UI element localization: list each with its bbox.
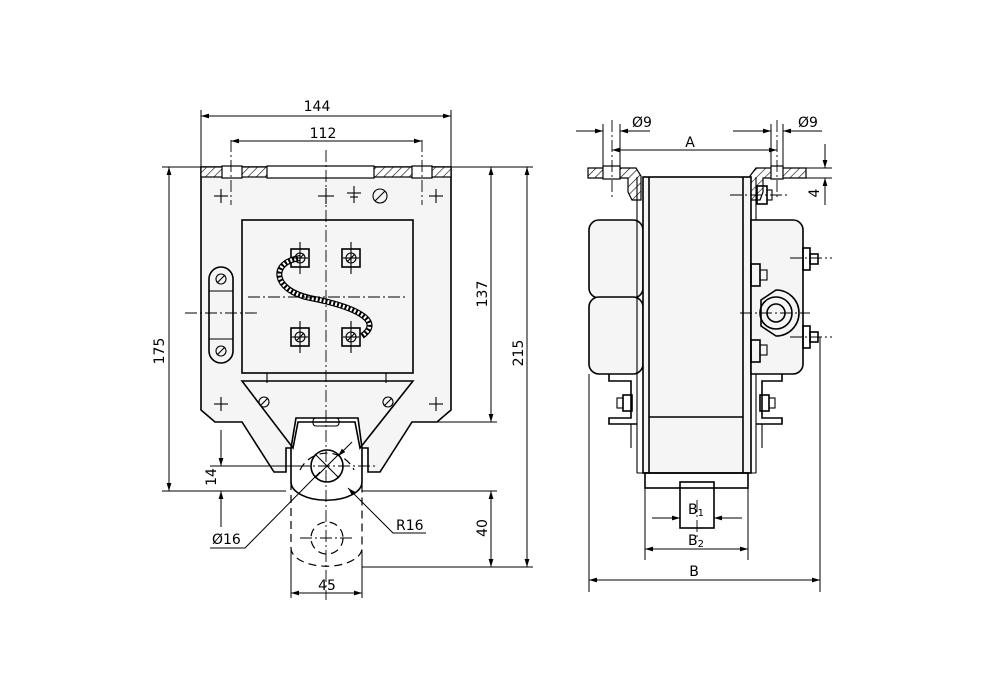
dim-a: A [612,135,777,153]
dim-112-label: 112 [310,126,337,142]
dim-b1-label: B1 [688,502,704,519]
ground-symbol-icon [347,186,361,203]
lower-bracket [240,380,415,450]
dim-b1-base: B [688,502,698,518]
side-core [636,176,757,474]
dim-175-label: 175 [152,338,168,365]
dim-175: 175 [152,166,286,492]
dim-40: 40 [362,490,497,567]
dim-b2: B2 [644,488,749,560]
dim-137: 137 [437,166,497,423]
dim-hole-right: Ø9 [733,115,822,166]
dim-144-label: 144 [304,99,331,115]
dim-hole-left: Ø9 [576,115,652,166]
dim-flange-4: 4 [806,144,832,205]
dim-14: 14 [204,430,300,527]
side-lower-brackets [608,374,783,448]
dim-b2-sub: 2 [698,539,704,550]
dim-137-label: 137 [475,281,491,308]
dim-215-label: 215 [511,340,527,367]
dim-flange-4-label: 4 [807,188,823,197]
ground-screw [372,188,388,204]
side-coil-upper [588,219,644,299]
side-coil-lower [588,296,644,375]
dim-45-label: 45 [318,578,336,594]
dim-b: B [588,337,821,592]
dim-b2-label: B2 [688,533,704,550]
dim-hole-right-label: Ø9 [798,115,818,131]
dim-45: 45 [290,550,363,598]
dim-diameter-16: Ø16 [210,441,353,549]
dim-b1: B1 [652,502,742,521]
front-centerlines [185,140,443,600]
dim-144: 144 [200,99,452,167]
front-view: 144 112 175 137 215 [152,99,533,600]
dim-radius-16: R16 [347,487,426,534]
side-shaft [644,472,749,529]
dim-112: 112 [231,126,422,144]
side-view: Ø9 Ø9 A 4 B1 [576,115,832,592]
dim-b-label: B [689,564,699,580]
dim-b1-sub: 1 [698,508,704,519]
terminal-plate [241,219,414,374]
left-slot [208,266,234,364]
side-top-flange [587,165,807,201]
dim-hole-left-label: Ø9 [632,115,652,131]
dim-14-label: 14 [204,468,220,486]
dim-215: 215 [362,166,533,568]
dim-a-label: A [685,135,695,151]
dim-40-label: 40 [475,519,491,537]
dim-diameter-16-label: Ø16 [212,532,241,548]
dim-radius-16-label: R16 [396,518,424,534]
side-centerlines [611,120,832,540]
dim-b2-base: B [688,533,698,549]
